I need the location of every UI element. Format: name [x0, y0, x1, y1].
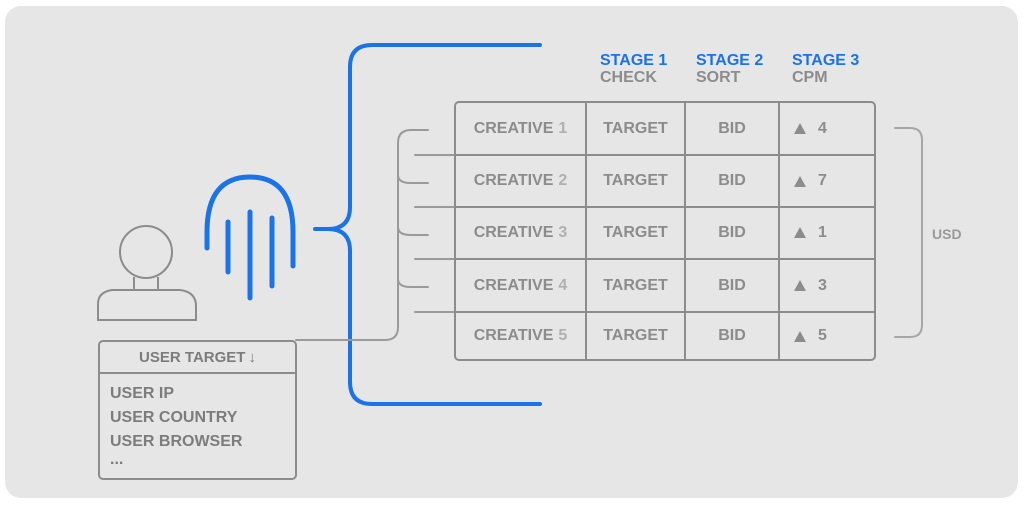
creative-index: 1	[558, 119, 568, 137]
creative-label: CREATIVE	[473, 276, 554, 294]
triangle-icon	[794, 123, 806, 134]
stage-2-title: STAGE 2	[696, 52, 764, 69]
target-cell: TARGET	[603, 224, 668, 241]
bid-cell: BID	[718, 276, 746, 294]
arrow-down-icon: ↓	[248, 348, 256, 366]
connector-lines	[295, 129, 456, 341]
target-cell: TARGET	[603, 119, 668, 137]
user-target-box	[98, 340, 297, 480]
creative-label: CREATIVE	[473, 172, 554, 189]
cpm-cell: 5	[818, 327, 827, 344]
currency-label: USD	[932, 226, 962, 242]
triangle-icon	[794, 176, 806, 187]
fingerprint-icon	[204, 174, 296, 301]
creative-index: 4	[558, 276, 568, 294]
target-cell: TARGET	[603, 276, 668, 294]
stage-1-subtitle: CHECK	[600, 69, 657, 86]
stage-3-title: STAGE 3	[792, 52, 860, 69]
bid-cell: BID	[718, 224, 746, 241]
usd-bracket	[894, 127, 923, 338]
stage-1-title: STAGE 1	[600, 52, 668, 69]
user-target-item: USER IP	[110, 385, 175, 402]
target-cell: TARGET	[603, 172, 668, 189]
stage-2-subtitle: SORT	[696, 69, 741, 86]
creative-index: 5	[558, 327, 568, 344]
cpm-cell: 1	[818, 224, 827, 241]
triangle-icon	[794, 227, 806, 238]
user-target-title: USER TARGET	[139, 348, 246, 366]
creative-table-grid	[454, 101, 876, 361]
bid-cell: BID	[718, 172, 746, 189]
user-target-item: ...	[110, 451, 124, 468]
stage-3-subtitle: CPM	[792, 69, 828, 86]
triangle-icon	[794, 280, 806, 291]
user-target-item: USER BROWSER	[110, 433, 243, 450]
cpm-cell: 7	[818, 172, 827, 189]
user-target-header: USER TARGET ↓	[99, 341, 296, 373]
target-cell: TARGET	[603, 327, 668, 344]
cpm-cell: 4	[818, 119, 827, 137]
bid-cell: BID	[718, 119, 746, 137]
creative-label: CREATIVE	[473, 119, 554, 137]
creative-index: 2	[558, 172, 568, 189]
creative-label: CREATIVE	[473, 327, 554, 344]
user-target-item: USER COUNTRY	[110, 409, 238, 426]
cpm-cell: 3	[818, 276, 827, 294]
user-icon	[97, 225, 197, 321]
bid-cell: BID	[718, 327, 746, 344]
blue-brace	[313, 43, 542, 406]
triangle-icon	[794, 331, 806, 342]
diagram-panel	[5, 6, 1018, 498]
creative-label: CREATIVE	[473, 224, 554, 241]
creative-index: 3	[558, 224, 568, 241]
